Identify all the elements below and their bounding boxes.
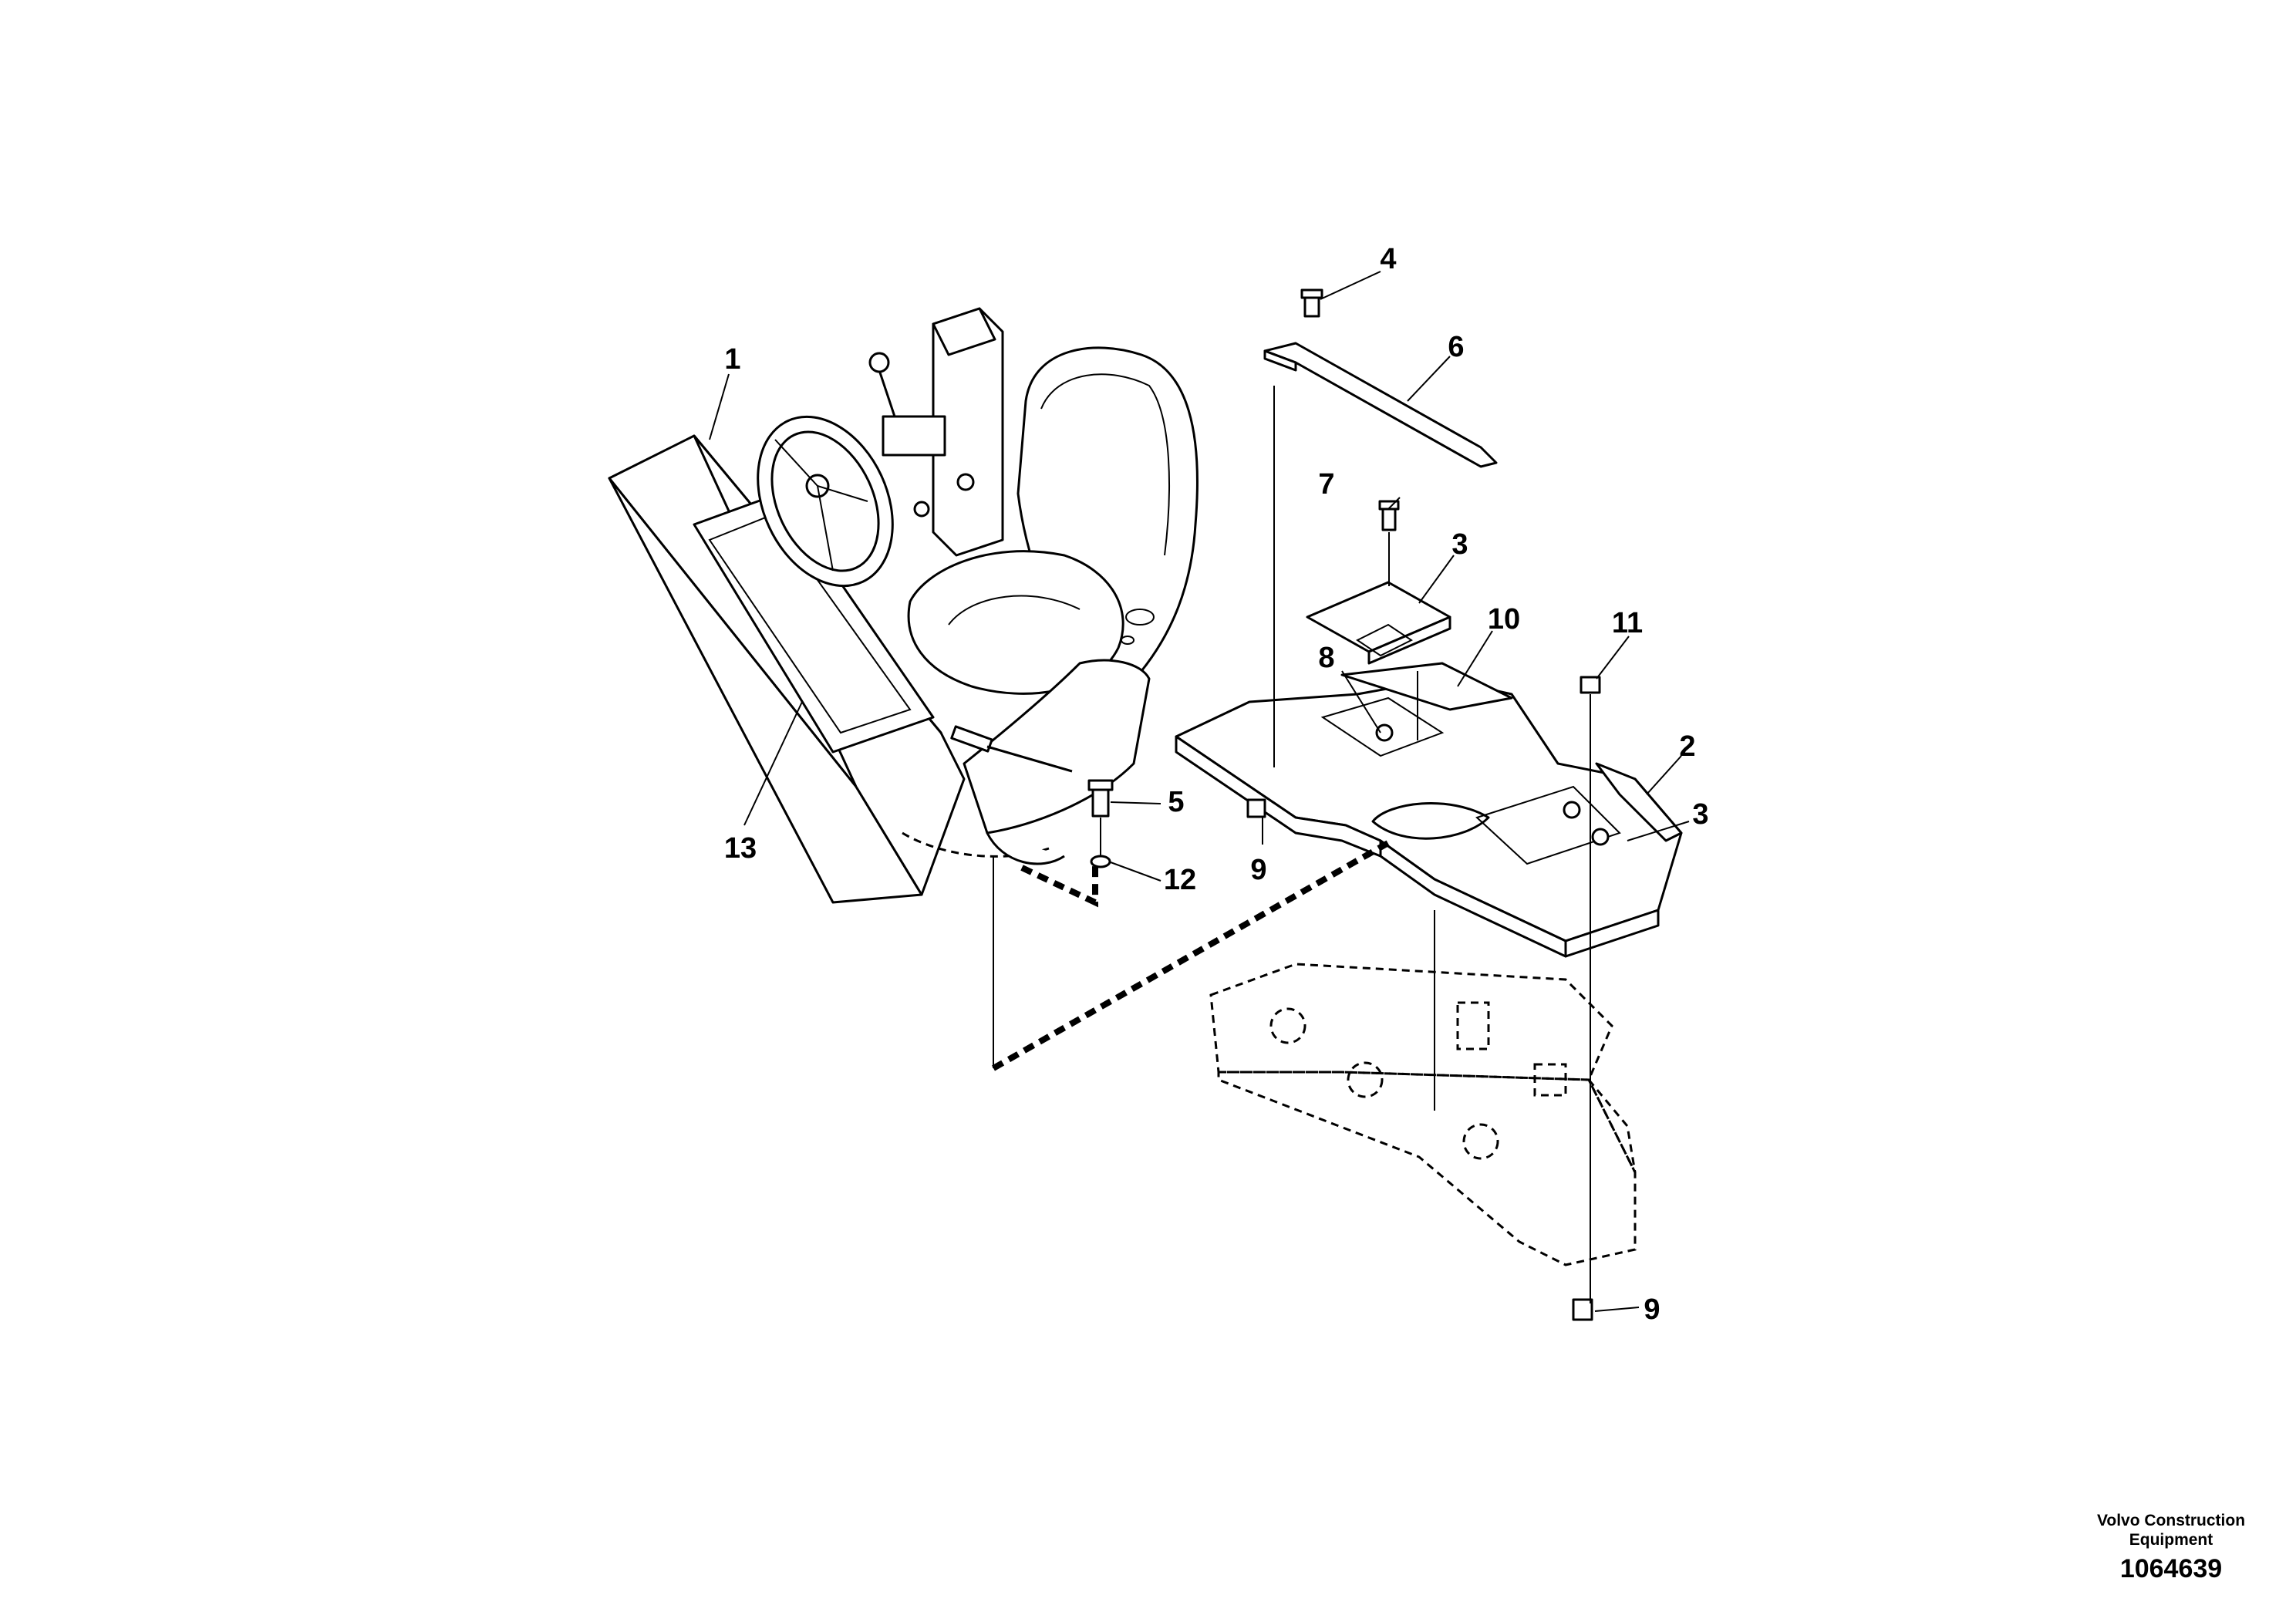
bracket — [1263, 342, 1498, 468]
callout-3-lower: 3 — [1692, 798, 1708, 831]
callout-10: 10 — [1488, 603, 1520, 636]
footer-company-line1: Volvo Construction — [2097, 1512, 2245, 1529]
footer-reference-number: 1064639 — [2120, 1554, 2222, 1583]
callout-9-lower: 9 — [1644, 1293, 1660, 1326]
callout-9-upper: 9 — [1250, 854, 1266, 886]
bolt-7 — [1378, 500, 1400, 531]
callout-1: 1 — [724, 343, 740, 376]
footer-block: Volvo Construction Equipment 1064639 — [2097, 1512, 2245, 1583]
callout-4: 4 — [1380, 243, 1396, 275]
console-housing — [608, 434, 966, 904]
callout-13: 13 — [724, 832, 757, 865]
hand-lever — [950, 725, 1073, 773]
console-base — [902, 831, 1065, 865]
callout-6: 6 — [1448, 331, 1464, 363]
callout-7: 7 — [1318, 468, 1334, 501]
nut-9-lower — [1572, 1298, 1593, 1321]
assembly-lines — [992, 386, 1591, 1303]
bolt-11 — [1580, 676, 1601, 694]
callout-5: 5 — [1168, 786, 1184, 818]
bolt-5 — [1087, 779, 1114, 818]
control-tower — [868, 307, 1004, 557]
washer-12 — [1090, 855, 1111, 868]
callout-11: 11 — [1612, 607, 1643, 639]
callout-leaders — [709, 271, 1690, 1312]
floor-plate — [1175, 662, 1683, 958]
callout-8: 8 — [1318, 642, 1334, 674]
footer-company-line2: Equipment — [2129, 1531, 2213, 1549]
steering-wheel — [757, 415, 894, 588]
callout-12: 12 — [1164, 864, 1196, 896]
callout-2: 2 — [1679, 730, 1695, 763]
cover-plate — [1306, 581, 1451, 665]
bolt-4 — [1300, 288, 1323, 318]
nut-9-upper — [1246, 798, 1266, 818]
chassis-frame — [1209, 963, 1637, 1266]
callout-labels: 1 13 4 6 7 3 10 8 11 2 3 5 12 9 9 — [724, 243, 1709, 1326]
operator-seat — [907, 346, 1199, 835]
callout-3-upper: 3 — [1451, 528, 1468, 561]
